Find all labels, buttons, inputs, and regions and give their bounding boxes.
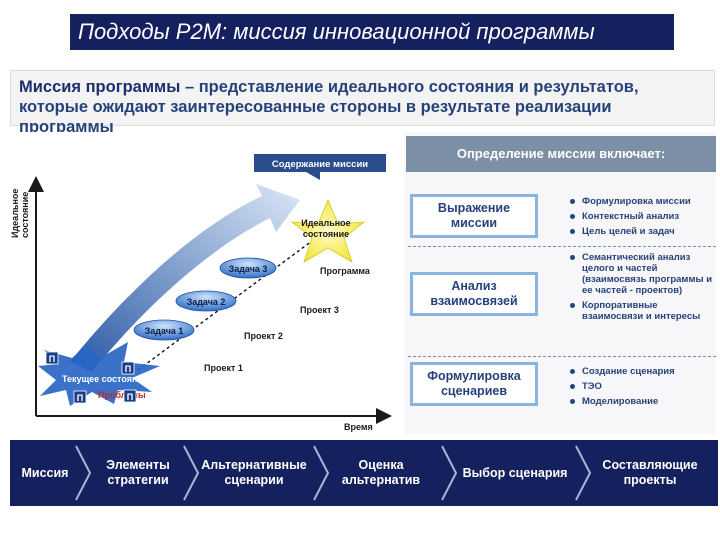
task-1-label: Задача 1 xyxy=(145,326,184,336)
p-marker-2: П xyxy=(125,364,131,374)
block-3-item: ТЭО xyxy=(568,381,718,392)
progress-arrow xyxy=(70,184,300,372)
ideal-state-star xyxy=(290,198,366,263)
divider xyxy=(408,356,716,357)
x-axis-label: Время xyxy=(344,422,373,432)
definition-header: Определение миссии включает: xyxy=(406,136,716,172)
task-1-oval xyxy=(133,319,195,341)
chevron-right-icon xyxy=(313,445,330,501)
block-1-line-1: Выражение xyxy=(437,201,511,215)
process-step-line: Альтернативные xyxy=(201,458,307,472)
block-1-item: Контекстный анализ xyxy=(568,211,718,222)
chevron-right-icon xyxy=(75,445,92,501)
mission-line-1: Миссия программы – представление идеальн… xyxy=(19,77,706,97)
ideal-state-label-2: состояние xyxy=(303,229,349,239)
y-axis-label-1: Идеальное xyxy=(10,189,20,238)
process-step-line: Элементы xyxy=(106,458,170,472)
mission-content-banner xyxy=(254,154,386,180)
process-step-line: сценарии xyxy=(224,473,284,487)
block-2-items: Семантический анализ целого и частей (вз… xyxy=(568,252,716,326)
p-marker-4: П xyxy=(127,392,133,402)
chevron-right-icon xyxy=(575,445,592,501)
chevron-right-icon xyxy=(183,445,200,501)
p-marker-1-box xyxy=(45,351,59,365)
block-2-line-2: взаимосвязей xyxy=(430,294,518,308)
process-step-line: стратегии xyxy=(107,473,169,487)
project-3-label: Проект 3 xyxy=(300,305,339,315)
mission-content-label: Содержание миссии xyxy=(272,159,368,170)
p-marker-2-box xyxy=(121,361,135,375)
process-step-scenario-choice: Выбор сценария xyxy=(454,440,576,506)
task-2-label: Задача 2 xyxy=(187,297,226,307)
task-2-oval xyxy=(175,290,237,312)
block-1-item: Цель целей и задач xyxy=(568,226,718,237)
process-step-line: проекты xyxy=(623,473,677,487)
process-step-line: альтернатив xyxy=(341,473,421,487)
problems-label: Проблемы xyxy=(98,390,146,400)
process-step-line: Выбор сценария xyxy=(462,465,568,480)
p-marker-3-box xyxy=(73,390,87,404)
mission-term: Миссия программы xyxy=(19,78,181,96)
block-2-line-1: Анализ xyxy=(451,279,497,293)
project-1-label: Проект 1 xyxy=(204,363,243,373)
block-3-line-1: Формулировка xyxy=(427,369,521,383)
task-3-oval xyxy=(219,257,277,279)
task-3-label: Задача 3 xyxy=(229,264,268,274)
block-2-item: Семантический анализ целого и частей (вз… xyxy=(568,252,716,296)
block-1-line-2: миссии xyxy=(450,216,498,230)
process-arrows xyxy=(75,445,592,501)
p-marker-3: П xyxy=(77,393,83,403)
process-bar xyxy=(10,440,718,506)
block-3-item: Моделирование xyxy=(568,396,718,407)
current-state-label: Текущее состояние xyxy=(62,374,148,384)
divider xyxy=(408,246,716,247)
project-2-label: Проект 2 xyxy=(244,331,283,341)
mission-line-2: которые ожидают заинтересованные стороны… xyxy=(19,98,612,136)
p-marker-1: П xyxy=(49,354,55,364)
block-3-item: Создание сценария xyxy=(568,366,718,377)
process-step-line: Миссия xyxy=(21,465,69,480)
block-3-items: Создание сценария ТЭО Моделирование xyxy=(568,366,718,411)
block-1-item: Формулировка миссии xyxy=(568,196,718,207)
program-label: Программа xyxy=(320,266,371,276)
block-3-line-2: сценариев xyxy=(440,384,508,398)
mission-line-1-rest: – представление идеального состояния и р… xyxy=(180,78,639,96)
process-step-line: Составляющие xyxy=(602,458,698,472)
process-step-mission: Миссия xyxy=(12,440,78,506)
y-axis-label-2: состояние xyxy=(20,192,30,238)
mission-definition: Миссия программы – представление идеальн… xyxy=(10,70,715,136)
block-2-item: Корпоративные взаимосвязи и интересы xyxy=(568,300,716,322)
chevron-right-icon xyxy=(441,445,458,501)
process-step-line: Оценка xyxy=(358,458,404,472)
ideal-state-label-1: Идеальное xyxy=(301,218,350,228)
block-1-items: Формулировка миссии Контекстный анализ Ц… xyxy=(568,196,718,241)
p-marker-4-box xyxy=(123,389,137,403)
page-title: Подходы P2M: миссия инновационной програ… xyxy=(70,14,674,50)
